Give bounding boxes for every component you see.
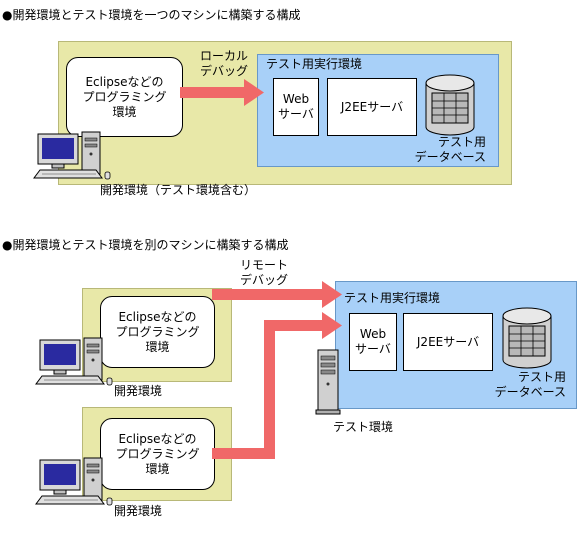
remote-debug-arrow [212, 281, 342, 308]
local-debug-label-line: ローカル [200, 49, 249, 63]
dev-env-machine-label: 開発環境（テスト環境含む） [100, 183, 257, 197]
database-cylinder-icon [425, 74, 475, 136]
remote-debug-label-line: リモート [240, 258, 289, 272]
remote-debug-label-line: デバッグ [240, 273, 289, 287]
test-database-label-line: データベース [494, 385, 566, 399]
ide-box: Eclipseなどの プログラミング 環境 [100, 418, 215, 490]
ide-box-line: Eclipseなどの [118, 431, 197, 446]
web-server-box: Web サーバ [273, 78, 319, 136]
ide-box-line: 環境 [145, 461, 170, 476]
desktop-computer-icon [33, 131, 111, 180]
local-debug-arrow [180, 79, 264, 106]
remote-debug-arrow [212, 312, 342, 459]
ide-box-line: Eclipseなどの [118, 309, 197, 324]
ide-box-line: Eclipseなどの [85, 74, 164, 89]
web-server-line: Web [359, 327, 387, 341]
j2ee-server-box: J2EEサーバ [403, 313, 493, 371]
local-debug-label-line: デバッグ [200, 64, 249, 78]
test-runtime-title: テスト用実行環境 [266, 57, 363, 71]
test-database-label: テスト用 データベース [398, 135, 486, 165]
web-server-line: サーバ [278, 107, 314, 121]
test-database-label: テスト用 データベース [478, 370, 566, 400]
ide-box: Eclipseなどの プログラミング 環境 [100, 296, 215, 368]
web-server-line: Web [282, 92, 310, 106]
web-server-line: サーバ [355, 342, 391, 356]
ide-box: Eclipseなどの プログラミング 環境 [66, 57, 183, 137]
test-runtime-title: テスト用実行環境 [344, 291, 441, 305]
dev-env-machine-label: 開発環境 [114, 384, 163, 398]
j2ee-server-label: J2EEサーバ [416, 334, 480, 349]
section1-heading: ●開発環境とテスト環境を一つのマシンに構築する構成 [2, 8, 301, 22]
test-database-label-line: テスト用 [517, 370, 566, 384]
desktop-computer-icon [35, 457, 113, 506]
ide-box-line: 環境 [145, 339, 170, 354]
ide-box-line: プログラミング [115, 324, 200, 339]
desktop-computer-icon [35, 337, 113, 386]
local-debug-label: ローカル デバッグ [200, 49, 248, 79]
test-database-label-line: データベース [414, 150, 486, 164]
section2-heading: ●開発環境とテスト環境を別のマシンに構築する構成 [2, 238, 289, 252]
j2ee-server-box: J2EEサーバ [327, 78, 417, 136]
ide-box-line: プログラミング [115, 446, 200, 461]
remote-debug-label: リモート デバッグ [240, 258, 288, 288]
j2ee-server-label: J2EEサーバ [340, 99, 404, 114]
test-database-label-line: テスト用 [437, 135, 486, 149]
web-server-box: Web サーバ [349, 313, 397, 371]
test-env-server-label: テスト環境 [333, 420, 394, 434]
ide-box-line: 環境 [112, 104, 137, 119]
tower-server-icon [315, 349, 341, 415]
dev-env-machine-label: 開発環境 [114, 504, 163, 518]
database-cylinder-icon [502, 307, 552, 369]
ide-box-line: プログラミング [82, 89, 167, 104]
